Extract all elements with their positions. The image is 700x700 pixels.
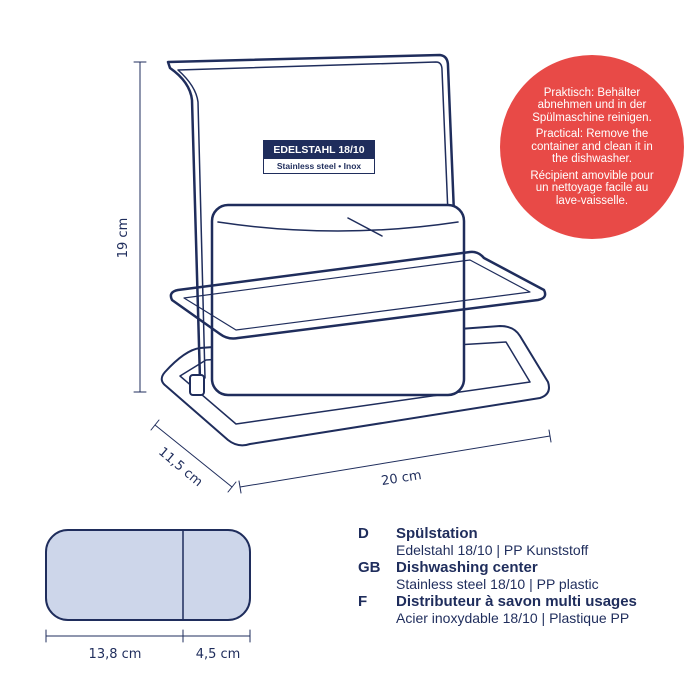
legend-title: Spülstation <box>396 525 478 542</box>
compartment-small-label: 4,5 cm <box>196 647 241 662</box>
depth-dimension <box>150 419 237 493</box>
height-dimension <box>133 61 147 393</box>
width-label: 20 cm <box>380 468 422 489</box>
width-dimension <box>238 429 552 494</box>
frame-foot <box>189 374 205 396</box>
utensil-container <box>210 203 466 397</box>
legend-code: GB <box>358 559 381 576</box>
container-rim <box>217 221 459 232</box>
badge-text-de: Praktisch: Behälter abnehmen und in der … <box>532 86 652 124</box>
legend-code: F <box>358 593 368 610</box>
container-divider <box>347 217 383 237</box>
badge-text-fr: Récipient amovible pour un nettoyage fac… <box>530 169 654 207</box>
back-frame-inner <box>177 61 453 379</box>
legend-material: Acier inoxydable 18/10 | Plastique PP <box>396 610 630 626</box>
compartment-large-label: 13,8 cm <box>89 647 142 662</box>
top-view-container <box>45 529 251 621</box>
legend-title: Dishwashing center <box>396 559 538 576</box>
drip-tray-inner <box>179 341 531 425</box>
back-frame <box>166 53 460 382</box>
material-label: EDELSTAHL 18/10 Stainless steel • Inox <box>263 140 375 174</box>
front-rail-inner <box>183 259 531 331</box>
material-label-subtitle: Stainless steel • Inox <box>276 161 362 171</box>
legend-material: Stainless steel 18/10 | PP plastic <box>396 576 599 592</box>
material-label-title: EDELSTAHL 18/10 <box>264 141 374 159</box>
legend-title: Distributeur à savon multi usages <box>396 593 637 610</box>
legend-material: Edelstahl 18/10 | PP Kunststoff <box>396 542 589 558</box>
height-label: 19 cm <box>116 218 131 259</box>
compartment-dimensions <box>45 629 251 643</box>
depth-label: 11,5 cm <box>155 445 205 490</box>
dishwasher-badge: Praktisch: Behälter abnehmen und in der … <box>500 55 684 239</box>
badge-text-en: Practical: Remove the container and clea… <box>531 128 653 166</box>
front-rail <box>169 250 547 340</box>
legend-code: D <box>358 525 369 542</box>
